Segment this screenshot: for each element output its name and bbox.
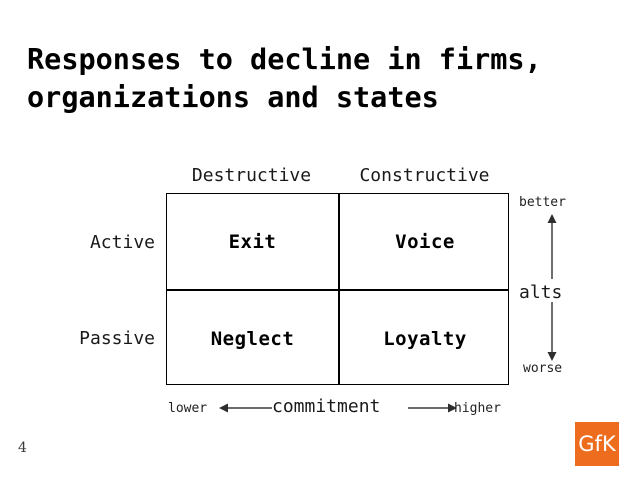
vertical-axis-top-label: better bbox=[519, 195, 566, 210]
arrow-up-icon bbox=[547, 214, 557, 279]
matrix-cell-neglect: Neglect bbox=[210, 327, 295, 350]
page-number: 4 bbox=[18, 440, 27, 456]
arrow-right-icon bbox=[408, 403, 457, 413]
slide-title: Responses to decline in firms, organizat… bbox=[27, 43, 542, 114]
matrix-cell-loyalty: Loyalty bbox=[383, 327, 467, 350]
matrix-horizontal-divider bbox=[167, 289, 508, 291]
row-label-active: Active bbox=[89, 232, 155, 253]
horizontal-axis-left-label: lower bbox=[168, 401, 208, 416]
column-header-constructive: Constructive bbox=[359, 165, 490, 186]
matrix-cell-voice: Voice bbox=[395, 230, 455, 253]
column-header-destructive: Destructive bbox=[191, 165, 312, 186]
arrow-left-icon bbox=[219, 403, 272, 413]
matrix-grid: Exit Voice Neglect Loyalty bbox=[166, 193, 509, 385]
horizontal-axis-label: commitment bbox=[272, 396, 381, 417]
horizontal-axis-right-label: higher bbox=[454, 401, 501, 416]
row-label-passive: Passive bbox=[79, 328, 155, 349]
arrow-down-icon bbox=[547, 302, 557, 361]
brand-logo-text: GfK bbox=[578, 431, 616, 456]
vertical-axis-label: alts bbox=[519, 282, 563, 303]
matrix-cell-exit: Exit bbox=[228, 230, 277, 253]
brand-logo: GfK bbox=[575, 422, 619, 466]
vertical-axis-bottom-label: worse bbox=[523, 361, 563, 376]
